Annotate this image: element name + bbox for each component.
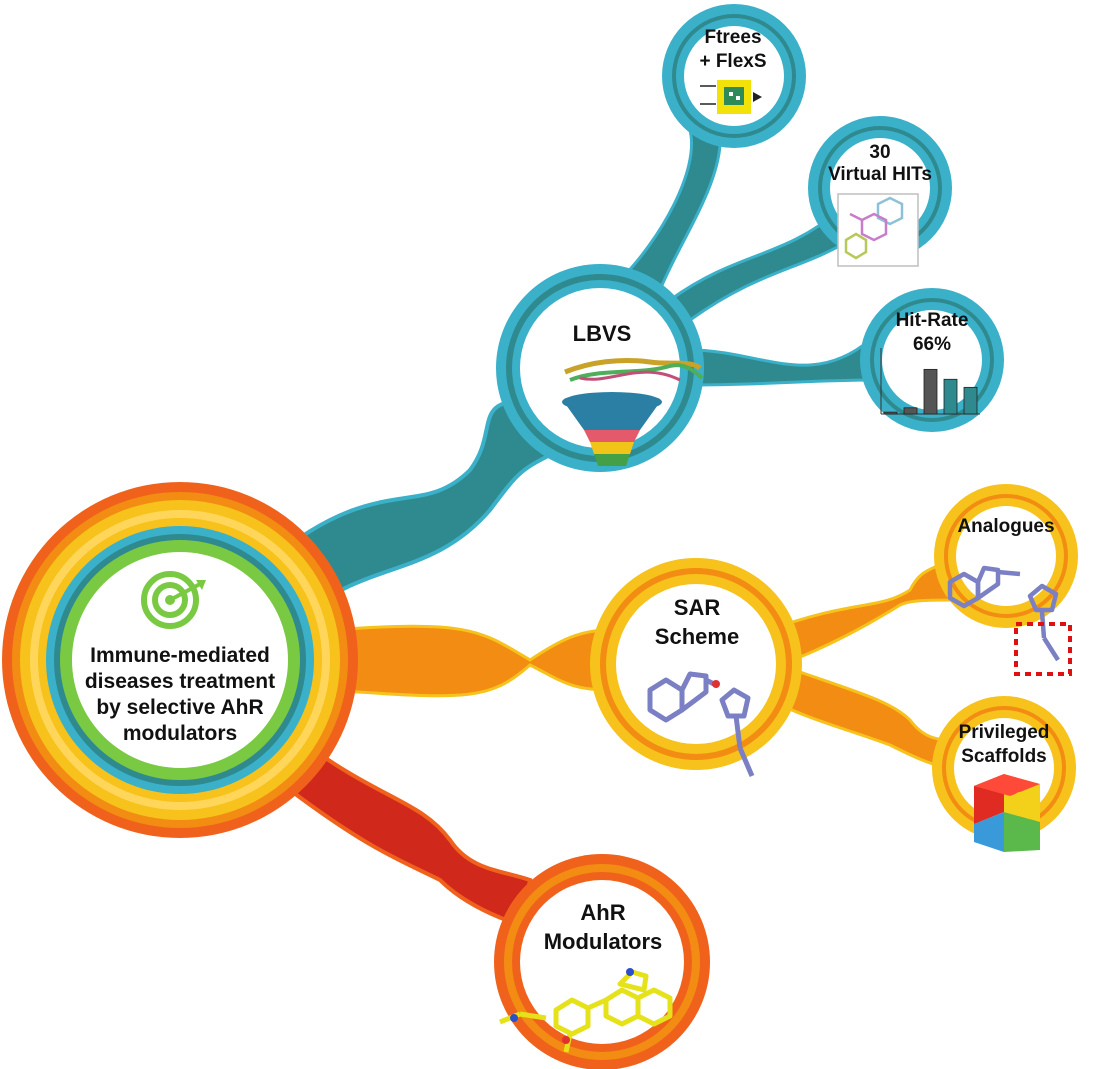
hit-rate-bar <box>883 411 898 415</box>
ahr-node: AhR Modulators <box>494 854 710 1069</box>
virtual-hits-label-line-1: 30 <box>869 142 890 163</box>
analogues-label: Analogues <box>957 516 1054 537</box>
lbvs-node: LBVS <box>496 264 704 472</box>
sar-label-line-1: SAR <box>674 595 721 620</box>
hit-rate-bar <box>943 378 958 415</box>
lbvs-label: LBVS <box>573 321 632 346</box>
branch-to-ftrees <box>617 128 722 292</box>
branch-to-sar <box>328 624 612 698</box>
hit-rate-label-line-1: Hit-Rate <box>896 310 969 331</box>
center-title-line-4: modulators <box>123 722 237 745</box>
sar-label-line-2: Scheme <box>655 624 739 649</box>
hit-rate-node: Hit-Rate 66% <box>860 288 1004 432</box>
privileged-label-line-1: Privileged <box>959 722 1050 743</box>
puzzle-cube-icon <box>974 774 1040 852</box>
branch-to-ahr <box>287 736 533 928</box>
target-arrow-icon <box>141 571 206 629</box>
ftrees-node: Ftrees + FlexS <box>662 4 806 148</box>
molecule-structure-icon <box>499 969 673 1053</box>
virtual-hits-label-line-2: Virtual HITs <box>828 164 932 185</box>
ftrees-label-line-2: + FlexS <box>699 51 766 72</box>
molecule-structure-icon <box>947 565 1060 662</box>
center-node: Immune-mediated diseases treatment by se… <box>2 482 358 838</box>
branch-to-hit-rate <box>688 337 877 387</box>
center-title-line-3: by selective AhR <box>96 696 263 719</box>
hit-rate-bar <box>903 407 918 415</box>
analogues-node: Analogues <box>934 484 1078 676</box>
hit-rate-label-line-2: 66% <box>913 334 951 355</box>
center-title-line-2: diseases treatment <box>85 670 275 693</box>
workflow-node-icon <box>700 80 762 114</box>
ahr-label-line-2: Modulators <box>544 929 663 954</box>
privileged-label-line-2: Scaffolds <box>961 746 1047 767</box>
hit-rate-bar <box>963 386 978 415</box>
privileged-node: Privileged Scaffolds <box>932 696 1076 852</box>
funnel-icon <box>562 358 704 466</box>
ftrees-label-line-1: Ftrees <box>704 27 761 48</box>
ahr-label-line-1: AhR <box>580 900 625 925</box>
hit-rate-bar <box>923 368 938 415</box>
highlight-box <box>1014 622 1072 676</box>
center-title-line-1: Immune-mediated <box>90 644 270 667</box>
sar-node: SAR Scheme <box>590 558 802 777</box>
molecule-structure-icon <box>837 193 919 267</box>
virtual-hits-node: 30 Virtual HITs <box>808 116 952 267</box>
bar-chart-icon <box>880 348 980 415</box>
